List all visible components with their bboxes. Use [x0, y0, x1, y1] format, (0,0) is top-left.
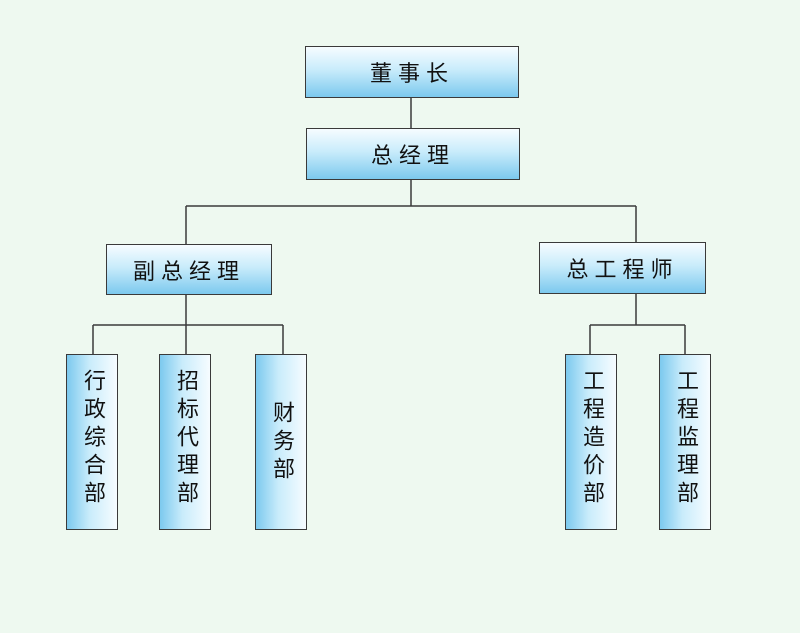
- department-label-administration: 行政综合部: [80, 369, 105, 509]
- department-label-supervision: 工程监理部: [673, 369, 698, 509]
- chairman-label: 董事长: [369, 62, 454, 87]
- chief-engineer-box: 总工程师: [539, 242, 706, 294]
- department-label-cost: 工程造价部: [579, 369, 604, 509]
- chief-engineer-label: 总工程师: [566, 258, 679, 283]
- department-label-bidding-agency: 招标代理部: [173, 369, 198, 509]
- general-manager-box: 总经理: [306, 128, 520, 180]
- deputy-general-manager-label: 副总经理: [132, 259, 245, 285]
- department-box-cost: 工程造价部: [565, 354, 617, 530]
- department-box-bidding-agency: 招标代理部: [159, 354, 211, 530]
- deputy-general-manager-box: 副总经理: [106, 244, 272, 295]
- department-box-administration: 行政综合部: [66, 354, 118, 530]
- department-label-finance: 财务部: [269, 401, 294, 485]
- department-box-supervision: 工程监理部: [659, 354, 711, 530]
- department-box-finance: 财务部: [255, 354, 307, 530]
- general-manager-label: 总经理: [370, 144, 455, 169]
- chairman-box: 董事长: [305, 46, 519, 98]
